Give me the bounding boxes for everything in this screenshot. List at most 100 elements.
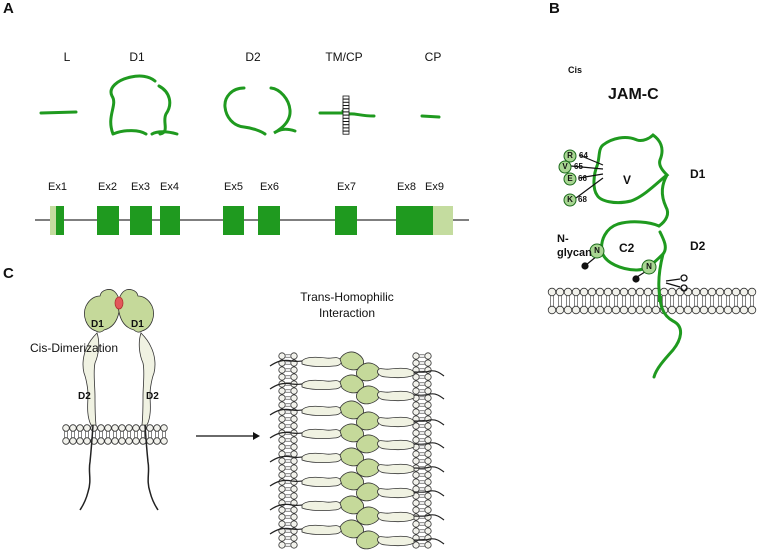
lipid-head [579, 287, 589, 297]
residue-pointer-e [578, 173, 604, 179]
residue-pointer-r [578, 154, 604, 166]
d2-domain-label: D2 [690, 239, 706, 253]
lipid-head [699, 287, 709, 297]
cis-d1-right-label: D1 [131, 319, 144, 330]
lipid-head [424, 527, 432, 535]
tm-bead [342, 105, 350, 109]
right-d1-domain [356, 385, 381, 405]
n-glycan-label: N- glycan [557, 233, 592, 259]
tm-bead [342, 124, 350, 129]
lipid-head [278, 443, 286, 451]
left-d2-domain [301, 379, 342, 390]
lipid-head [547, 305, 557, 315]
left-d1-domain [339, 351, 364, 371]
lipid-head [691, 305, 701, 315]
lipid-head [290, 520, 298, 528]
lipid-head [90, 424, 98, 432]
tm-bead [342, 130, 350, 135]
cis-label: Cis [568, 65, 583, 75]
lipid-head [118, 424, 126, 432]
lipid-head [627, 305, 637, 315]
lipid-head [424, 359, 432, 367]
right-anchor-tail [413, 514, 445, 521]
exon-box [396, 206, 418, 235]
lipid-head [412, 450, 420, 458]
lipid-head [683, 287, 693, 297]
lipid-head [587, 287, 597, 297]
left-d2-domain [301, 452, 342, 463]
lipid-head [643, 305, 653, 315]
lipid-head [595, 287, 605, 297]
lipid-head [111, 437, 119, 445]
lipid-head [160, 424, 168, 432]
lipid-head [412, 422, 420, 430]
lipid-head [290, 541, 298, 549]
lipid-head [412, 373, 420, 381]
left-d2-domain [301, 524, 342, 535]
lipid-head [76, 437, 84, 445]
lipid-head [424, 352, 432, 360]
tm-bead [342, 121, 350, 125]
lipid-head [667, 305, 677, 315]
d2-fold-shape [223, 86, 297, 136]
lipid-head [278, 478, 286, 486]
lipid-head [278, 464, 286, 472]
panel-c-label: C [3, 265, 14, 282]
domain-label-l: L [63, 50, 71, 64]
trans-homophilic-array [269, 351, 445, 550]
lipid-head [595, 305, 605, 315]
lipid-head [571, 287, 581, 297]
lipid-head [412, 408, 420, 416]
lipid-head [62, 424, 70, 432]
exon-label-3: Ex3 [131, 181, 150, 193]
lipid-head [675, 287, 685, 297]
right-anchor-tail [413, 370, 445, 377]
arrow-head [253, 432, 260, 440]
stalk-d1 [657, 173, 670, 228]
lipid-head [707, 287, 717, 297]
lipid-head [683, 305, 693, 315]
lipid-head [675, 305, 685, 315]
lipid-head [412, 471, 420, 479]
lipid-head [278, 513, 286, 521]
lipid-head [290, 366, 298, 374]
exon-label-8: Ex8 [397, 181, 416, 193]
left-d1-domain [339, 519, 364, 539]
lipid-head [146, 424, 154, 432]
right-anchor-tail [413, 538, 445, 545]
lipid-head [412, 401, 420, 409]
lipid-head [278, 373, 286, 381]
lipid-head [290, 464, 298, 472]
lipid-head [651, 305, 661, 315]
cis-d2-left-label: D2 [78, 391, 91, 402]
lipid-head [619, 287, 629, 297]
lipid-head [278, 401, 286, 409]
lipid-head [153, 437, 161, 445]
scissors-icon [665, 274, 688, 292]
lipid-head [424, 450, 432, 458]
d2-right-shape [138, 332, 156, 426]
lipid-head [290, 422, 298, 430]
lipid-head [635, 305, 645, 315]
exon-box [433, 206, 453, 235]
right-anchor-tail [413, 419, 445, 426]
exon-box [50, 206, 56, 235]
exon-label-2: Ex2 [98, 181, 117, 193]
exon-label-9: Ex9 [425, 181, 444, 193]
lipid-head [290, 492, 298, 500]
lipid-head [579, 305, 589, 315]
lipid-head [659, 287, 669, 297]
lipid-head [424, 373, 432, 381]
trans-label-line1: Trans-Homophilic [300, 290, 394, 304]
lipid-head [412, 429, 420, 437]
right-d1-domain [356, 506, 381, 526]
left-anchor-tail [269, 431, 303, 439]
right-d2-domain [377, 416, 415, 427]
residue-circles [558, 149, 657, 275]
lipid-head [278, 352, 286, 360]
lipid-head [278, 422, 286, 430]
exon-box [335, 206, 357, 235]
exon-label-7: Ex7 [337, 181, 356, 193]
lipid-head [290, 534, 298, 542]
